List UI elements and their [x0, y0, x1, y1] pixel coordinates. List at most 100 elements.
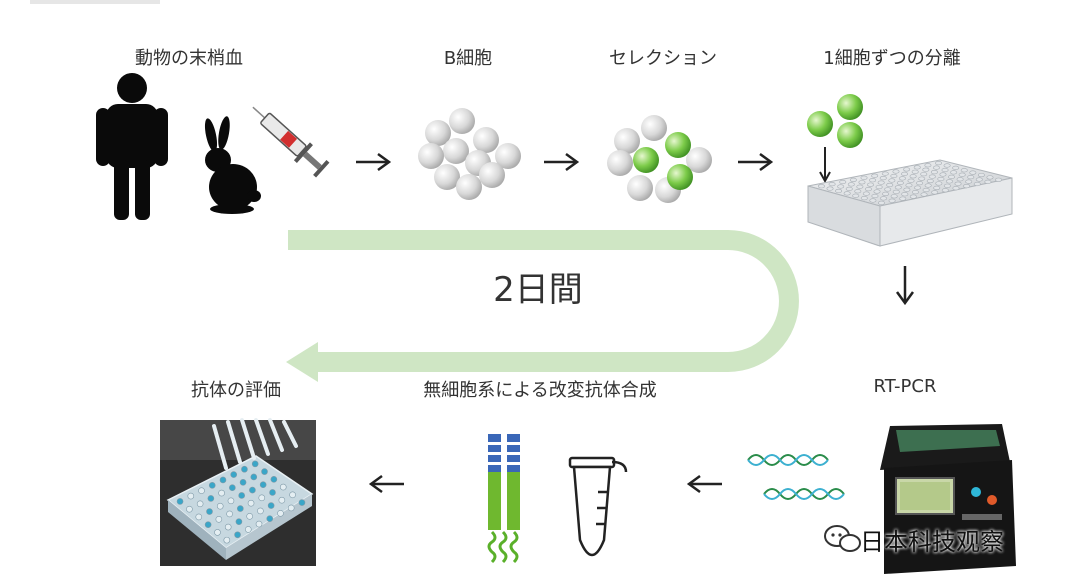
evaluation-well — [279, 483, 287, 491]
well-plate — [807, 159, 1013, 247]
evaluation-well — [196, 500, 204, 508]
plate-well — [854, 189, 862, 194]
plate-well — [924, 163, 932, 168]
plate-well — [845, 186, 853, 191]
plate-well — [867, 182, 875, 187]
evaluation-well — [238, 492, 245, 499]
evaluation-well — [266, 515, 274, 522]
watermark-text: 日本科技观察 — [860, 528, 1004, 556]
plate-well — [937, 176, 945, 182]
plate-well — [871, 193, 879, 199]
plate-well — [879, 175, 887, 181]
evaluation-well — [195, 513, 203, 521]
plate-well — [932, 165, 940, 170]
plate-well — [837, 184, 845, 189]
plate-well — [817, 184, 825, 189]
plate-well — [909, 194, 917, 199]
evaluation-well — [186, 505, 193, 513]
plate-well — [933, 185, 941, 191]
evaluation-well — [206, 508, 213, 515]
evaluation-well — [278, 496, 286, 504]
plate-well — [916, 181, 924, 186]
evaluation-well — [255, 520, 263, 528]
plate-well — [888, 178, 896, 183]
evaluation-well — [247, 499, 255, 507]
evaluation-well — [241, 465, 248, 473]
plate-well — [965, 179, 973, 184]
evaluation-well — [258, 494, 266, 502]
plate-well — [909, 174, 917, 179]
evaluation-well — [246, 512, 253, 520]
dna-construct-icon — [487, 434, 520, 564]
plate-well — [954, 181, 962, 186]
plate-well — [945, 179, 953, 184]
human-icon — [96, 73, 168, 220]
pcr-machine-icon — [880, 424, 1016, 574]
evaluation-well — [223, 536, 231, 544]
plate-well — [882, 191, 890, 197]
evaluation-well — [267, 502, 275, 509]
plate-well — [914, 185, 922, 190]
plate-well — [826, 186, 834, 191]
plate-well — [935, 161, 943, 166]
evaluation-well — [226, 510, 233, 518]
evaluation-well — [208, 482, 216, 489]
label-rt-pcr: RT-PCR — [873, 376, 937, 397]
watermark: 日本科技观察 — [820, 522, 1004, 557]
chat-icon — [824, 525, 861, 552]
evaluation-well — [198, 487, 205, 494]
microtube-icon — [568, 456, 628, 557]
plate-well — [847, 182, 855, 187]
label-b-cells: B細胞 — [443, 48, 493, 69]
plate-wells — [817, 161, 1003, 205]
b-cell-cluster — [418, 108, 521, 200]
plate-well — [922, 167, 930, 172]
evaluation-well — [215, 515, 223, 523]
plate-well — [984, 179, 992, 184]
selection-cluster — [607, 115, 712, 203]
plate-well — [903, 167, 911, 172]
evaluation-well — [249, 486, 256, 494]
arrow-down-small — [819, 147, 831, 184]
plate-well — [926, 178, 934, 184]
plate-well — [948, 174, 956, 179]
evaluation-well — [218, 489, 225, 497]
plate-well — [986, 175, 994, 180]
plate-well — [858, 180, 866, 185]
evaluation-well — [269, 489, 276, 496]
plate-well — [952, 186, 960, 191]
label-single-cell-isolation: 1細胞ずつの分離 — [823, 48, 961, 69]
evaluation-well — [207, 495, 215, 502]
plate-well — [967, 175, 975, 180]
evaluation-well — [187, 492, 195, 500]
evaluation-well — [270, 476, 278, 483]
arrow-right-1 — [356, 152, 392, 172]
plate-well — [873, 189, 881, 194]
plate-well — [943, 163, 951, 168]
plate-well — [880, 196, 888, 201]
evaluation-well — [237, 505, 244, 512]
evaluation-well — [259, 481, 267, 489]
plate-well — [892, 169, 900, 174]
plate-well — [995, 177, 1003, 182]
plate-well — [890, 194, 898, 199]
plate-well — [941, 188, 949, 193]
plate-well — [958, 172, 966, 177]
evaluation-well — [224, 523, 232, 531]
plate-well — [835, 188, 843, 194]
plate-well — [877, 180, 885, 185]
evaluation-well — [216, 502, 224, 510]
evaluation-well — [239, 479, 247, 486]
plate-well — [843, 191, 851, 196]
label-cycle-duration: 2日間 — [493, 270, 583, 310]
loop-arrow — [288, 230, 799, 372]
label-selection: セレクション — [609, 48, 717, 69]
plate-well — [939, 172, 947, 177]
plate-well — [920, 172, 928, 177]
plate-well — [952, 165, 960, 170]
plate-well — [890, 173, 898, 179]
evaluation-well — [261, 468, 268, 475]
evaluation-well — [244, 526, 252, 533]
plate-well — [852, 193, 860, 198]
